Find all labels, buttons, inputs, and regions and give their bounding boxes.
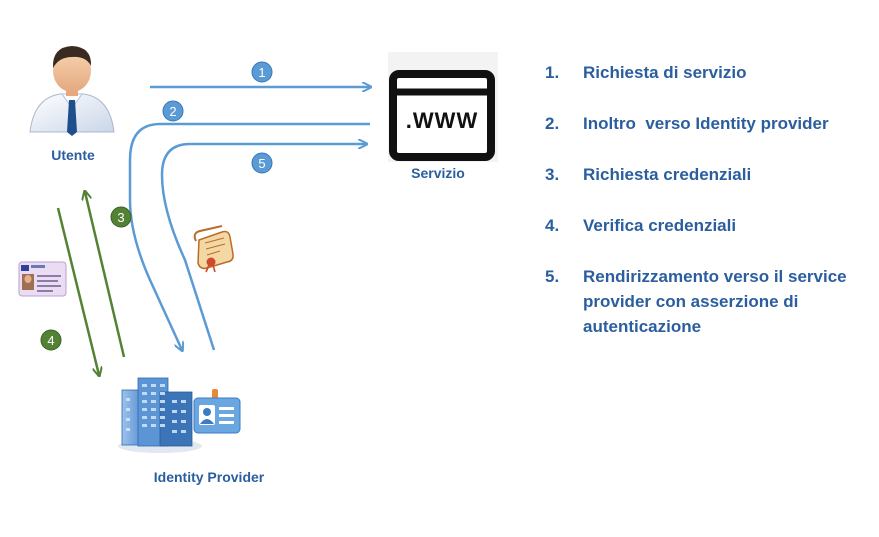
step-marker-5: 5 (251, 152, 273, 174)
step-text: Verifica credenziali (583, 216, 737, 235)
step-text: Richiesta di servizio (583, 63, 747, 82)
service-label: Servizio (411, 165, 465, 181)
web-browser-icon: .WWW (388, 52, 498, 162)
step-text: Richiesta credenziali (583, 165, 752, 184)
arrow-3-credential-request (85, 192, 126, 358)
svg-text:5: 5 (258, 156, 265, 171)
step-marker-4: 4 (40, 329, 62, 351)
service-window-text: .WWW (406, 108, 478, 133)
step-item: 4. Verifica credenziali (545, 213, 875, 238)
arrow-5-assertion-to-service (160, 144, 366, 351)
user-icon (29, 46, 115, 136)
certificate-scroll-icon (193, 225, 234, 273)
arrow-4-credentials-verify (56, 207, 99, 375)
step-item: 3. Richiesta credenziali (545, 162, 875, 187)
id-badge-icon (193, 389, 241, 434)
idp-label: Identity Provider (154, 469, 265, 485)
step-number: 5. (545, 267, 560, 286)
building-icon (118, 377, 202, 453)
step-number: 1. (545, 63, 560, 82)
step-item: 1. Richiesta di servizio (545, 60, 875, 85)
step-marker-3: 3 (110, 206, 132, 228)
step-list: 1. Richiesta di servizio 2. Inoltro vers… (545, 60, 875, 365)
svg-text:2: 2 (169, 104, 176, 119)
step-item: 5. Rendirizzamento verso il service prov… (545, 264, 875, 339)
step-text: Rendirizzamento verso il service provide… (583, 267, 847, 336)
svg-text:4: 4 (47, 333, 54, 348)
id-card-icon (18, 261, 67, 297)
svg-text:3: 3 (117, 210, 124, 225)
svg-text:1: 1 (258, 65, 265, 80)
step-number: 2. (545, 114, 560, 133)
step-item: 2. Inoltro verso Identity provider (545, 111, 875, 136)
step-number: 3. (545, 165, 560, 184)
step-text: Inoltro verso Identity provider (583, 114, 829, 133)
arrow-2-redirect-to-idp (128, 122, 370, 350)
connector-arrows (56, 87, 370, 375)
step-marker-2: 2 (162, 100, 184, 122)
step-marker-1: 1 (251, 61, 273, 83)
step-number: 4. (545, 216, 560, 235)
user-label: Utente (51, 147, 95, 163)
